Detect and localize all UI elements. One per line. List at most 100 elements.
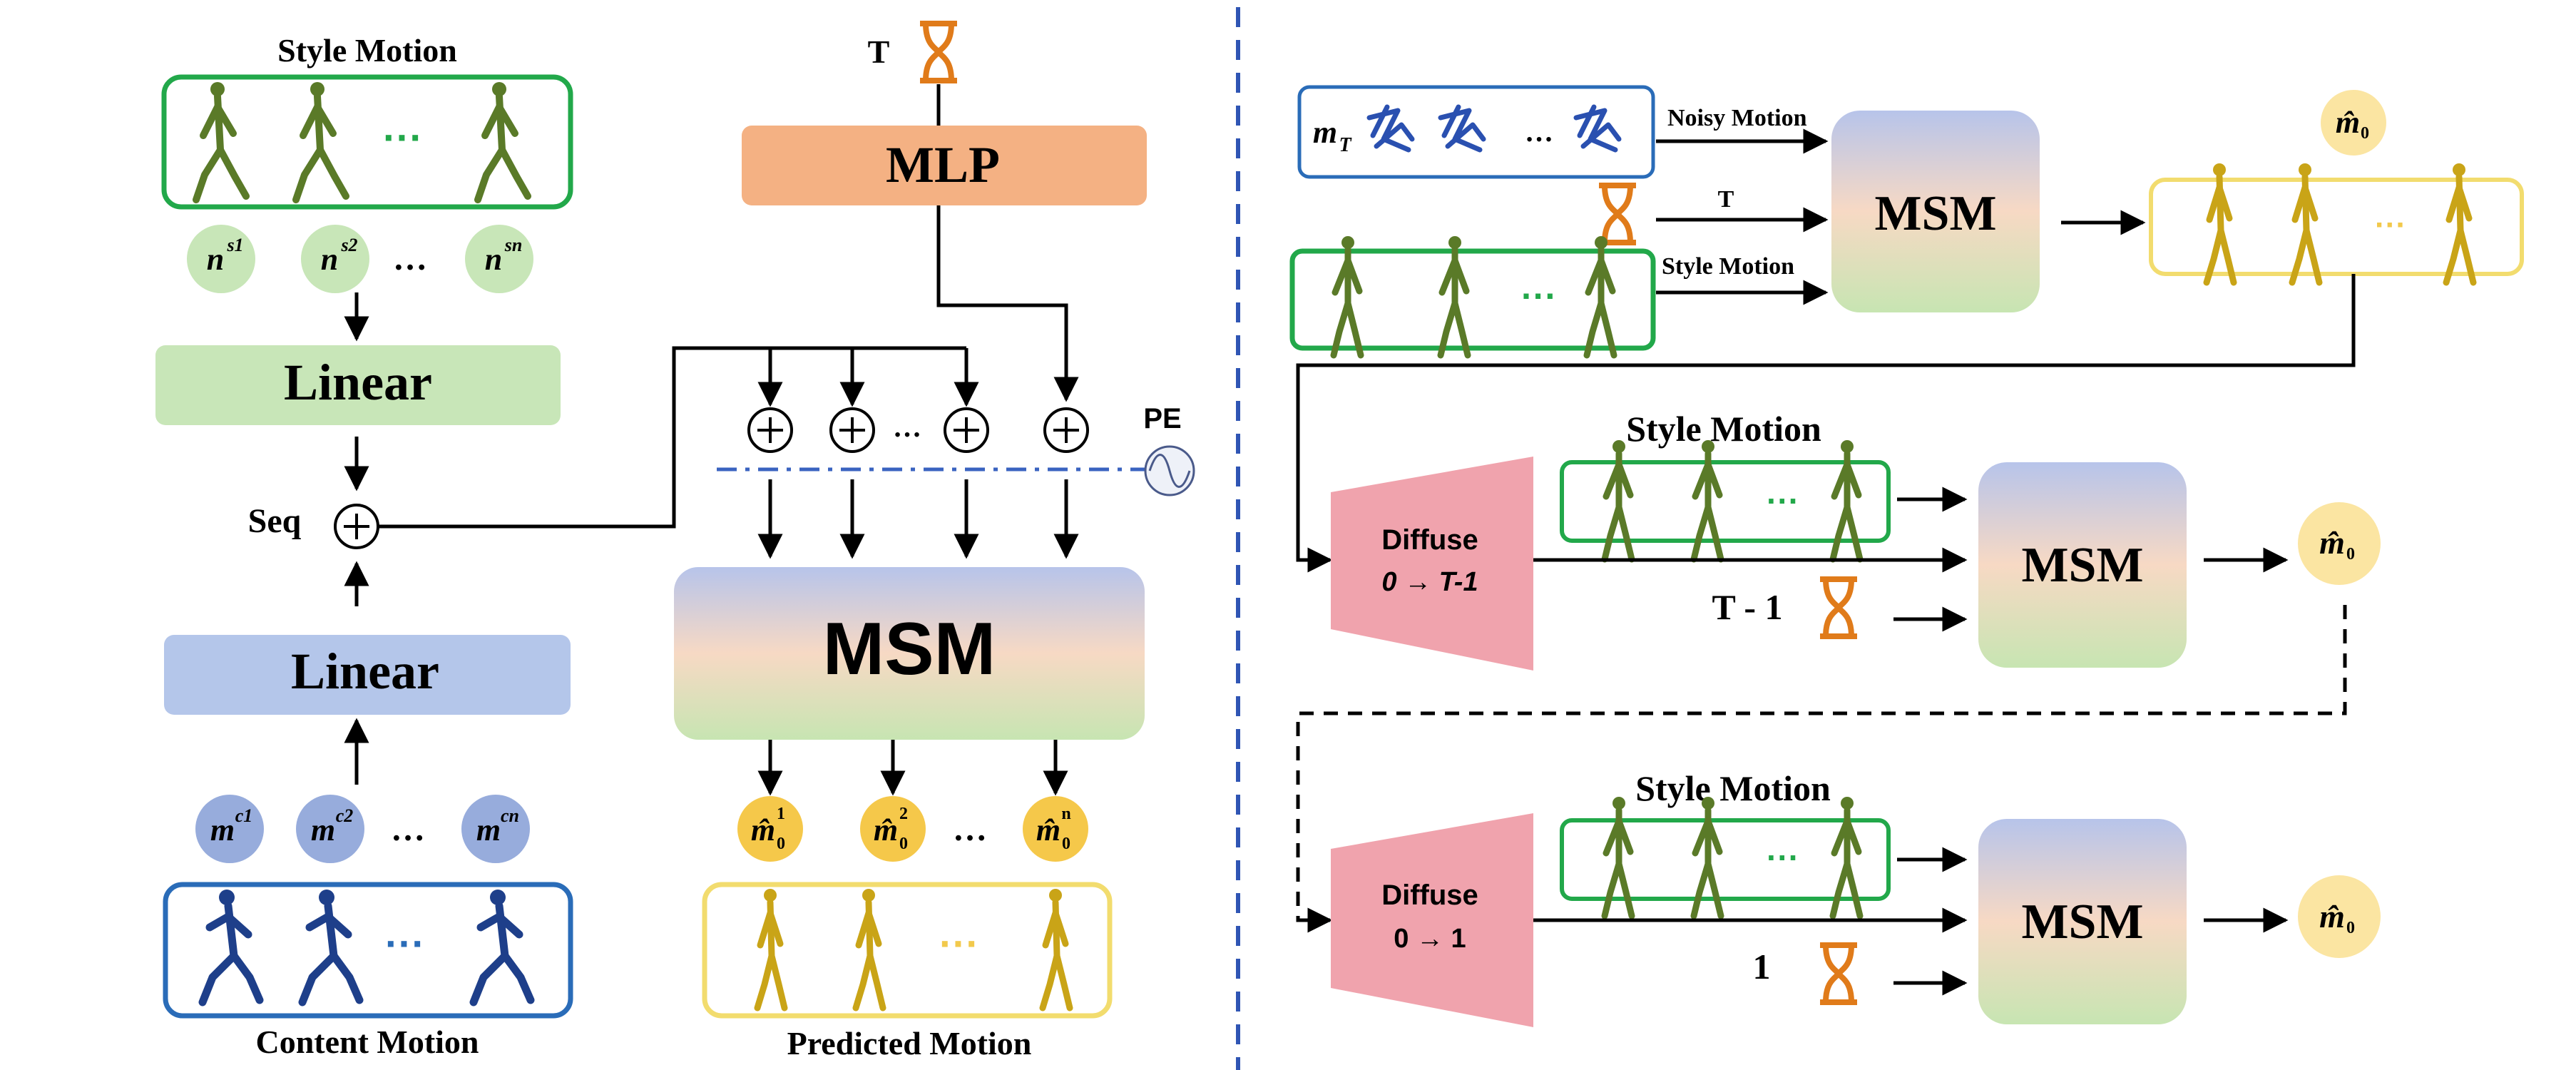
predicted-token: m̂ 1 0 bbox=[737, 796, 803, 862]
predicted-motion-box bbox=[702, 882, 1113, 1019]
msm-block-2 bbox=[1978, 462, 2187, 668]
style-motion-label-small: Style Motion bbox=[1662, 253, 1794, 280]
predicted-motion-title: Predicted Motion bbox=[787, 1025, 1032, 1061]
svg-text:n: n bbox=[321, 242, 338, 277]
svg-text:c2: c2 bbox=[336, 805, 354, 826]
add-plus-icon bbox=[1043, 407, 1089, 453]
content-motion-box bbox=[163, 882, 573, 1019]
plus-ellipsis: … bbox=[893, 411, 921, 443]
style-dots: ··· bbox=[1521, 276, 1557, 316]
linear-style-block bbox=[155, 345, 561, 425]
add-plus-icon bbox=[747, 407, 793, 453]
svg-text:s1: s1 bbox=[226, 235, 243, 255]
pe-label: PE bbox=[1143, 403, 1181, 434]
svg-text:0: 0 bbox=[1062, 835, 1070, 853]
svg-text:0: 0 bbox=[2361, 124, 2369, 143]
mt-subscript: T bbox=[1339, 134, 1352, 156]
style-token: n s1 bbox=[187, 225, 255, 293]
svg-text:0: 0 bbox=[2346, 919, 2355, 937]
mt-label: m bbox=[1313, 115, 1337, 150]
t-label-right: T bbox=[1718, 186, 1734, 213]
svg-text:m: m bbox=[311, 812, 335, 847]
style-motion-box-2 bbox=[1560, 460, 1891, 543]
style-token: n sn bbox=[465, 225, 533, 293]
add-plus-icon bbox=[944, 407, 989, 453]
msm-block-1 bbox=[1831, 111, 2040, 312]
sine-wave-icon bbox=[1144, 445, 1195, 496]
style-token-ellipsis: … bbox=[393, 240, 427, 277]
content-motion-dots: ··· bbox=[385, 921, 425, 966]
msm-label-main: MSM bbox=[823, 608, 996, 691]
svg-text:1: 1 bbox=[777, 805, 785, 823]
predicted-token: m̂ n 0 bbox=[1023, 796, 1088, 862]
style-motion-box-left bbox=[161, 74, 573, 210]
t-minus-1-label: T - 1 bbox=[1712, 587, 1782, 627]
connector bbox=[1296, 274, 2356, 573]
predicted-motion-dots: ··· bbox=[939, 921, 979, 966]
msm-block-main bbox=[674, 567, 1145, 740]
diffuse-block-2 bbox=[1331, 813, 1533, 1027]
style-motion-dots: ··· bbox=[383, 115, 423, 160]
content-token: m cn bbox=[461, 795, 530, 863]
output-dots: ··· bbox=[2375, 208, 2406, 243]
svg-text:m̂: m̂ bbox=[751, 812, 775, 847]
svg-text:sn: sn bbox=[504, 235, 523, 255]
content-token: m c2 bbox=[296, 795, 364, 863]
diffuse-range-1: 0 → T-1 bbox=[1381, 567, 1478, 597]
t-label-left: T bbox=[868, 34, 890, 70]
svg-text:m̂: m̂ bbox=[1036, 812, 1060, 847]
msm-label-3: MSM bbox=[2021, 895, 2143, 949]
svg-text:c1: c1 bbox=[235, 805, 253, 826]
style-token: n s2 bbox=[301, 225, 369, 293]
svg-text:m̂: m̂ bbox=[2336, 105, 2360, 140]
hourglass-icon bbox=[1599, 185, 1636, 243]
seq-concat-plus-icon bbox=[334, 504, 379, 549]
m0-output-token: m̂ 0 bbox=[2321, 90, 2386, 156]
one-label: 1 bbox=[1753, 947, 1771, 987]
diffuse-range-2: 0 → 1 bbox=[1394, 924, 1466, 954]
mlp-label: MLP bbox=[886, 136, 1000, 193]
hourglass-icon bbox=[1820, 945, 1857, 1002]
svg-text:cn: cn bbox=[501, 805, 519, 826]
svg-text:m: m bbox=[210, 812, 235, 847]
output-motion-box bbox=[2149, 178, 2524, 276]
predicted-token-ellipsis: … bbox=[953, 810, 987, 848]
linear-style-label: Linear bbox=[284, 354, 432, 411]
noisy-motion-label: Noisy Motion bbox=[1667, 105, 1807, 131]
style-dots-2: ··· bbox=[1767, 482, 1799, 519]
content-token-ellipsis: … bbox=[391, 810, 425, 848]
diffuse-label-1: Diffuse bbox=[1381, 524, 1478, 556]
svg-text:m̂: m̂ bbox=[874, 812, 898, 847]
hourglass-icon bbox=[920, 24, 957, 81]
svg-text:s2: s2 bbox=[340, 235, 357, 255]
content-token: m c1 bbox=[195, 795, 264, 863]
svg-text:n: n bbox=[1061, 805, 1070, 823]
connector bbox=[936, 205, 1079, 402]
m0-output-token: m̂ 0 bbox=[2298, 502, 2381, 585]
mlp-block bbox=[742, 126, 1147, 205]
msm-block-3 bbox=[1978, 819, 2187, 1024]
msm-label-1: MSM bbox=[1874, 186, 1996, 241]
svg-text:n: n bbox=[207, 242, 224, 277]
style-motion-title-2: Style Motion bbox=[1626, 409, 1821, 449]
seq-label: Seq bbox=[248, 502, 302, 540]
style-motion-title-3: Style Motion bbox=[1635, 768, 1831, 808]
connector bbox=[378, 346, 966, 529]
svg-text:n: n bbox=[485, 242, 502, 277]
style-dots-3: ··· bbox=[1767, 839, 1799, 876]
hourglass-icon bbox=[1820, 579, 1857, 636]
style-motion-title-left: Style Motion bbox=[277, 32, 457, 68]
predicted-token: m̂ 2 0 bbox=[860, 796, 926, 862]
m0-output-token: m̂ 0 bbox=[2298, 875, 2381, 958]
msm-label-2: MSM bbox=[2021, 538, 2143, 593]
svg-text:0: 0 bbox=[899, 835, 908, 853]
style-motion-box-3 bbox=[1560, 818, 1891, 901]
linear-content-label: Linear bbox=[291, 643, 439, 700]
noise-ellipsis: … bbox=[1525, 116, 1553, 148]
svg-text:2: 2 bbox=[899, 805, 908, 823]
svg-text:0: 0 bbox=[777, 835, 785, 853]
style-motion-box-right bbox=[1289, 248, 1656, 351]
content-motion-title: Content Motion bbox=[255, 1024, 479, 1060]
diffuse-block-1 bbox=[1331, 457, 1533, 671]
